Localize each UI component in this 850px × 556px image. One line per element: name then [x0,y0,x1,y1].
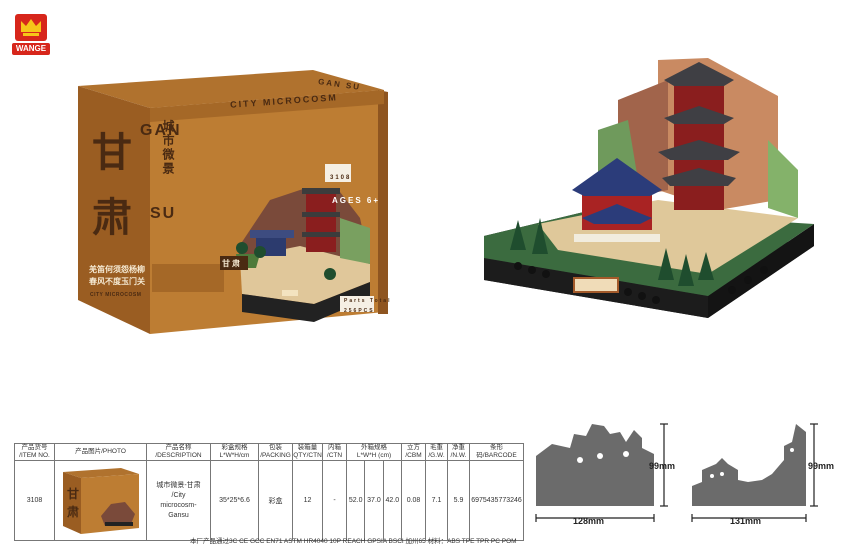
side-silhouette [691,423,818,522]
wange-logo: WANGE [12,12,50,56]
header-item-no: 产品货号/ITEM NO. [14,443,55,461]
header-cbm: 立方/CBM [401,443,426,461]
box-slogan-1: 羌笛何须怨杨柳 [89,265,145,274]
svg-text:肃: 肃 [67,504,79,519]
box-item-no: 3108 [330,175,352,181]
cell-box-size: 35*25*6.6 [210,460,259,541]
cell-qty: 12 [292,460,323,541]
spec-table: 产品货号/ITEM NO. 产品图片/PHOTO 产品名称/DESCRIPTIO… [14,443,524,541]
box-slogan-2: 春风不度玉门关 [89,277,145,286]
cell-outer-w: 37.0 [364,460,384,541]
header-inner: 内箱/CTN [322,443,347,461]
built-model-image [484,58,814,318]
header-barcode: 条形码/BARCODE [469,443,524,461]
box-title-en-1: GAN [140,122,182,139]
box-title-cn-1: 甘 [92,129,132,176]
brand-label: WANGE [12,43,50,55]
box-bottom-caption: CITY MICROCOSM [90,292,142,298]
crown-icon [15,14,47,41]
cell-nw: 5.9 [447,460,470,541]
header-description: 产品名称/DESCRIPTION [146,443,211,461]
cell-photo: 甘 肃 [54,460,147,541]
svg-text:甘: 甘 [67,486,79,501]
box-series-cn: 城市微景 [161,120,175,176]
cell-item-no: 3108 [14,460,55,541]
cell-inner: - [322,460,347,541]
header-nw: 净重/N.W. [447,443,470,461]
cell-description: 城市微景-甘肃 /City microcosm- Gansu [146,460,211,541]
cell-packing: 彩盒 [258,460,293,541]
header-packing: 包装/PACKING [258,443,293,461]
side-width-label: 131mm [730,516,762,526]
box-title-en-2: SU [150,205,177,222]
header-gw: 毛重/G.W. [425,443,448,461]
cell-outer-h: 42.0 [382,460,403,541]
certification-note: 本厂产品通过3C CE GCC EN71 ASTM HR4040 10P REA… [190,538,517,545]
table-header-row: 产品货号/ITEM NO. 产品图片/PHOTO 产品名称/DESCRIPTIO… [14,443,524,461]
cell-gw: 7.1 [425,460,448,541]
side-height-label: 99mm [808,461,835,471]
cell-cbm: 0.08 [401,460,426,541]
front-height-label: 99mm [649,461,676,471]
front-width-label: 128mm [573,516,605,526]
box-parts-label: Parts Total [344,298,392,304]
table-row: 3108 甘 肃 城市微景-甘肃 /City microcosm- Gansu … [14,460,524,541]
box-title-cn-2: 肃 [92,194,132,241]
box-plaque-label: 甘肃 [222,259,242,268]
cell-barcode: 6975435773246 [469,460,524,541]
box-parts-count: 256PCS [344,308,375,314]
product-thumbnail: 甘 肃 [62,467,139,534]
cell-outer-l: 52.0 [345,460,366,541]
box-ages: AGES 6+ [332,196,381,205]
front-silhouette [535,423,668,522]
header-photo: 产品图片/PHOTO [54,443,147,461]
